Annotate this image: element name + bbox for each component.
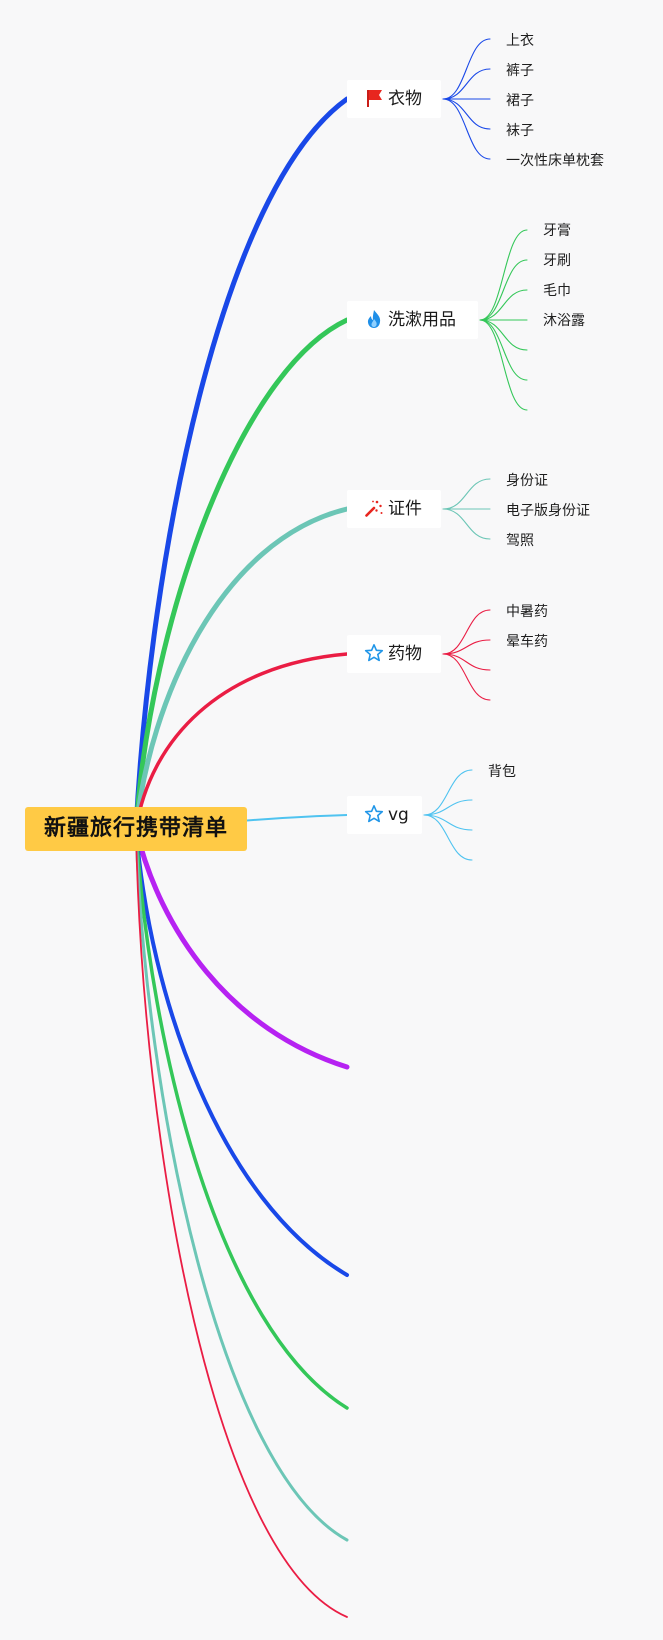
leaf-connector xyxy=(442,98,491,160)
subtopic-id-card[interactable]: 身份证 xyxy=(506,473,548,489)
leaf-connector xyxy=(442,653,491,701)
subtopic-towel[interactable]: 毛巾 xyxy=(543,283,571,299)
empty-branch-connector xyxy=(133,826,350,1070)
empty-branch-connector xyxy=(134,827,349,1277)
branch-connector xyxy=(133,506,350,832)
branch-connector xyxy=(133,96,350,832)
subtopic-body-wash[interactable]: 沐浴露 xyxy=(543,313,585,329)
topic-label: 衣物 xyxy=(388,89,422,109)
magic-wand-icon xyxy=(364,498,384,518)
leaf-connector xyxy=(442,98,491,130)
leaf-connector xyxy=(479,319,528,381)
topic-vg[interactable]: vg xyxy=(347,796,422,834)
red-flag-icon xyxy=(364,88,384,108)
subtopic-heatstroke-medicine[interactable]: 中暑药 xyxy=(506,604,548,620)
subtopic-skirt[interactable]: 裙子 xyxy=(506,93,534,109)
subtopic-toothbrush[interactable]: 牙刷 xyxy=(543,253,571,269)
star-outline-icon xyxy=(364,643,384,663)
leaf-connector xyxy=(479,319,528,411)
topic-toiletries[interactable]: 洗漱用品 xyxy=(347,301,478,339)
subtopic-disposable-sheets[interactable]: 一次性床单枕套 xyxy=(506,153,604,169)
fire-icon xyxy=(364,309,384,329)
leaf-connector xyxy=(479,289,528,321)
empty-branch-connector xyxy=(135,828,348,1618)
topic-label: 药物 xyxy=(388,644,422,664)
root-topic[interactable]: 新疆旅行携带清单 xyxy=(25,807,247,851)
leaf-connector xyxy=(442,508,491,540)
empty-branch-connector xyxy=(134,827,349,1542)
leaf-connector xyxy=(442,639,491,655)
leaf-connector xyxy=(442,609,491,655)
leaf-connector xyxy=(423,769,473,816)
leaf-connector xyxy=(479,319,528,351)
leaf-connector xyxy=(442,653,491,671)
topic-label: 洗漱用品 xyxy=(388,310,456,330)
subtopic-toothpaste[interactable]: 牙膏 xyxy=(543,223,571,239)
topic-label: 证件 xyxy=(388,499,422,519)
branch-connector xyxy=(133,317,350,832)
leaf-connector xyxy=(442,478,491,510)
subtopic-backpack[interactable]: 背包 xyxy=(488,764,516,780)
leaf-connector xyxy=(442,38,491,100)
leaf-connector xyxy=(442,68,491,100)
empty-branch-connector xyxy=(134,827,349,1410)
topic-documents[interactable]: 证件 xyxy=(347,490,441,528)
star-outline-icon xyxy=(364,804,384,824)
subtopic-pants[interactable]: 裤子 xyxy=(506,63,534,79)
subtopic-electronic-id[interactable]: 电子版身份证 xyxy=(506,503,590,519)
topic-clothing[interactable]: 衣物 xyxy=(347,80,441,118)
branch-connector xyxy=(134,652,349,831)
leaf-connector xyxy=(423,799,473,816)
subtopic-top[interactable]: 上衣 xyxy=(506,33,534,49)
leaf-connector xyxy=(423,814,473,861)
subtopic-socks[interactable]: 袜子 xyxy=(506,123,534,139)
topic-medicine[interactable]: 药物 xyxy=(347,635,441,673)
subtopic-driver-license[interactable]: 驾照 xyxy=(506,533,534,549)
topic-label: vg xyxy=(388,805,409,825)
leaf-connector xyxy=(423,814,473,831)
leaf-connector xyxy=(479,229,528,321)
subtopic-motion-sickness-medicine[interactable]: 晕车药 xyxy=(506,634,548,650)
leaf-connector xyxy=(479,259,528,321)
